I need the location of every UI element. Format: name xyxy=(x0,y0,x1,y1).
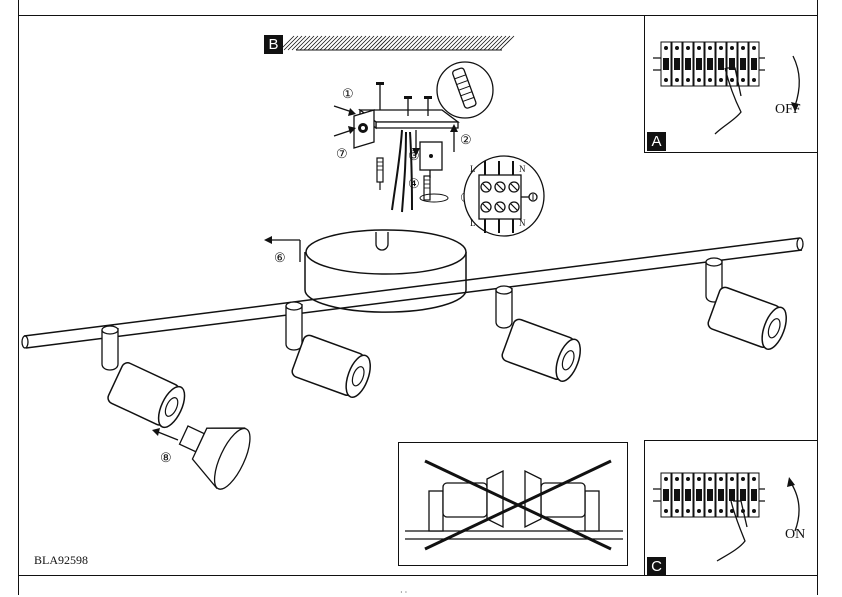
off-label: OFF xyxy=(775,102,801,117)
terminal-neutral-top: N xyxy=(519,164,526,174)
incorrect-orientation-panel xyxy=(398,442,628,566)
terminal-neutral-bottom: N xyxy=(519,218,526,228)
step-2-label: ② xyxy=(460,132,472,147)
mounting-bracket-diagram xyxy=(333,82,460,213)
on-label: ON xyxy=(785,527,806,542)
ceiling-hatch xyxy=(279,35,515,51)
wall-plug-detail-icon xyxy=(436,61,494,119)
terminal-live-bottom: L xyxy=(470,218,476,228)
terminal-block-diagram xyxy=(463,155,545,237)
document-code: BLA92598 xyxy=(34,553,88,567)
step-4-label: ④ xyxy=(408,176,420,191)
section-b-badge: B xyxy=(264,35,283,54)
terminal-live-top: L xyxy=(470,164,476,174)
top-rule xyxy=(18,15,818,16)
step-8-label: ⑧ xyxy=(160,450,172,465)
panel-a-breaker-off: OFF A xyxy=(644,15,818,153)
breaker-on-diagram xyxy=(653,472,800,562)
panel-c-breaker-on: ON C xyxy=(644,440,818,576)
step-3-label: ③ xyxy=(408,148,420,163)
footer-mark: · · xyxy=(400,588,408,597)
incorrect-orientation-diagram xyxy=(405,459,623,551)
section-c-badge: C xyxy=(647,557,666,575)
step-6-label: ⑥ xyxy=(274,250,286,265)
step-1-label: ① xyxy=(342,86,354,101)
bottom-rule xyxy=(18,575,818,576)
section-a-badge: A xyxy=(647,132,666,151)
breaker-off-diagram xyxy=(653,41,800,135)
page-frame xyxy=(18,0,818,595)
step-7-label: ⑦ xyxy=(336,146,348,161)
